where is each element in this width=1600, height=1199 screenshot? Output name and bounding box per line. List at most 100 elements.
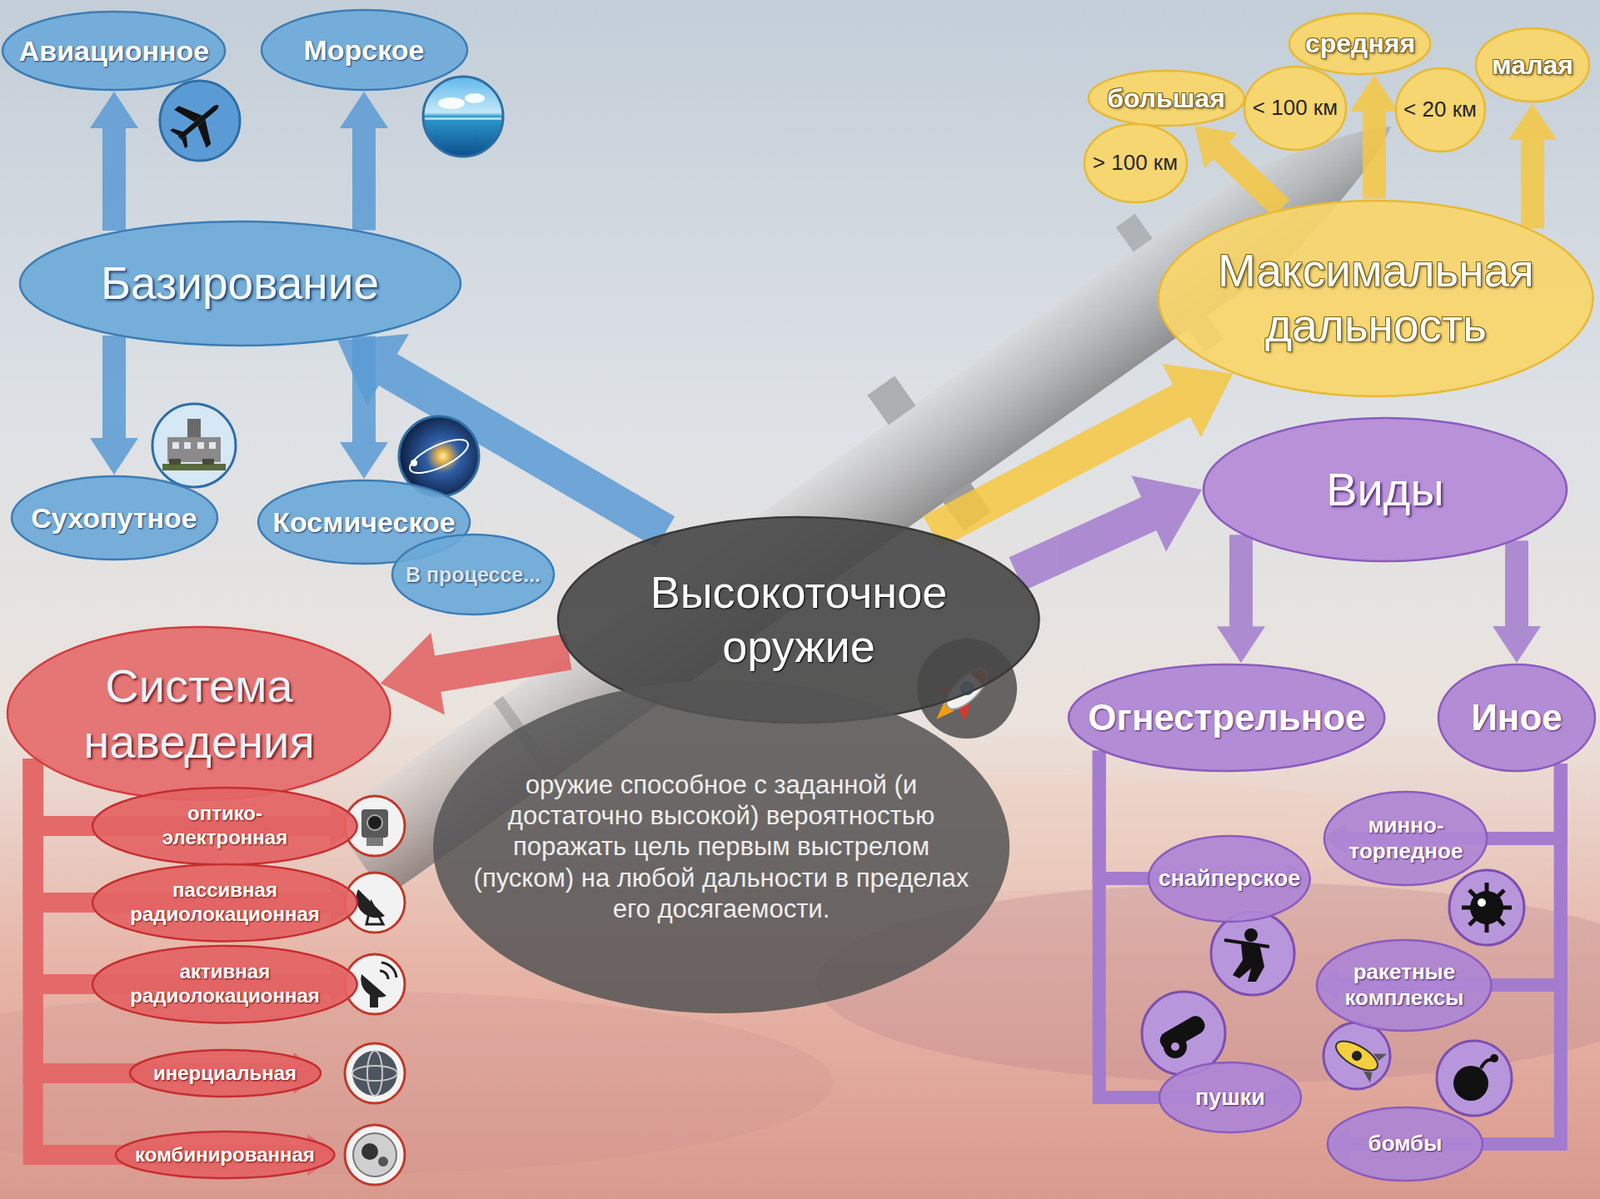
arrow-shaft bbox=[1229, 534, 1253, 629]
category-ellipse: Максимальная дальность bbox=[1156, 199, 1595, 399]
arrow-shaft bbox=[102, 126, 126, 231]
text-block: ракетные комплексы bbox=[1337, 959, 1471, 1012]
ellipse-outline bbox=[5, 625, 392, 803]
category-ellipse: Базирование bbox=[18, 219, 463, 348]
text-block: минно- торпедное bbox=[1343, 812, 1469, 865]
ellipse-fill bbox=[1088, 70, 1245, 126]
arrow-head bbox=[1492, 626, 1541, 663]
option-ellipse: активная радиолокационная bbox=[90, 944, 359, 1025]
ellipse-fill bbox=[1438, 664, 1596, 772]
ground-base-icon bbox=[152, 403, 236, 488]
text-block: пушки bbox=[1195, 1084, 1266, 1112]
connector-arrow bbox=[339, 91, 389, 231]
option-ellipse: бомбы bbox=[1325, 1106, 1485, 1183]
node-label: Сухопутное bbox=[30, 501, 197, 536]
ellipse-fill bbox=[92, 946, 358, 1023]
option-ellipse: инерциальная bbox=[128, 1048, 323, 1099]
ellipse-fill bbox=[261, 9, 468, 90]
ellipse-fill bbox=[1084, 124, 1187, 203]
option-ellipse: Авиационное bbox=[0, 9, 227, 92]
ellipse-fill bbox=[1068, 664, 1385, 772]
text-block: инерциальная bbox=[153, 1061, 297, 1087]
range-ellipse: < 20 км bbox=[1394, 66, 1487, 154]
arrow-shaft bbox=[436, 652, 569, 675]
text-block: снайперское bbox=[1158, 865, 1301, 893]
option-ellipse: малая bbox=[1474, 26, 1591, 104]
arrow-shaft bbox=[1016, 513, 1151, 574]
text-block: Огнестрельное bbox=[1087, 696, 1366, 741]
arrow-head bbox=[89, 438, 139, 475]
plane-icon bbox=[159, 80, 240, 161]
text-block: > 100 км bbox=[1092, 149, 1178, 176]
arrow-shaft bbox=[1505, 540, 1529, 629]
option-ellipse: средняя bbox=[1287, 11, 1432, 76]
option-ellipse: пушки bbox=[1157, 1061, 1303, 1135]
arrow-head bbox=[1131, 476, 1202, 553]
text-block: Максимальная дальность bbox=[1201, 243, 1551, 354]
status-ellipse: В процессе... bbox=[390, 533, 556, 617]
ellipse-fill bbox=[2, 11, 225, 90]
option-ellipse: пассивная радиолокационная bbox=[90, 862, 359, 943]
arrow-shaft bbox=[352, 335, 376, 444]
arrow-shaft bbox=[1220, 149, 1282, 210]
node-label: Виды bbox=[1325, 461, 1445, 518]
connector-arrow bbox=[1492, 540, 1541, 663]
connector-arrow bbox=[1350, 74, 1399, 200]
arrow-head bbox=[339, 442, 389, 479]
text-block: оптико- электронная bbox=[124, 802, 325, 851]
node-label: Космическое bbox=[272, 505, 455, 540]
text-block: малая bbox=[1491, 49, 1574, 81]
text-block: Система наведения bbox=[57, 657, 341, 770]
arrow-shaft bbox=[102, 335, 126, 440]
gyroscope-icon bbox=[344, 1043, 405, 1104]
ellipse-fill bbox=[1159, 1062, 1301, 1133]
connector-arrow bbox=[89, 335, 139, 475]
text-block: < 20 км bbox=[1403, 96, 1477, 123]
node-label: пассивная радиолокационная bbox=[124, 878, 325, 928]
node-label: инерциальная bbox=[153, 1061, 297, 1087]
ellipse-fill bbox=[1475, 28, 1590, 102]
option-ellipse: оптико- электронная bbox=[90, 786, 359, 867]
text-block: < 100 км bbox=[1252, 94, 1338, 121]
connector-arrow bbox=[1508, 103, 1557, 230]
connector-arrow bbox=[1216, 534, 1266, 663]
node-label: Базирование bbox=[100, 255, 379, 311]
option-ellipse: Морское bbox=[259, 8, 469, 92]
category-ellipse: Система наведения bbox=[5, 625, 392, 803]
node-label: комбинированная bbox=[134, 1143, 315, 1168]
ellipse-fill bbox=[1327, 1107, 1483, 1182]
node-label: активная радиолокационная bbox=[124, 960, 325, 1009]
arrow-head bbox=[1194, 125, 1238, 169]
ellipse-fill bbox=[1395, 68, 1486, 152]
ellipse-fill bbox=[1289, 13, 1431, 75]
node-label: ракетные комплексы bbox=[1337, 959, 1471, 1012]
node-label: Высокоточное оружие bbox=[598, 565, 999, 674]
range-ellipse: < 100 км bbox=[1242, 64, 1348, 152]
connector-arrow bbox=[1016, 476, 1202, 575]
text-block: комбинированная bbox=[134, 1143, 315, 1168]
text-block: большая bbox=[1106, 82, 1226, 115]
ellipse-fill bbox=[433, 680, 1010, 1014]
ellipse-fill bbox=[7, 627, 390, 801]
range-ellipse: > 100 км bbox=[1082, 122, 1189, 205]
option-ellipse: минно- торпедное bbox=[1322, 790, 1489, 888]
node-label: средняя bbox=[1305, 27, 1416, 60]
connector-arrow bbox=[339, 335, 389, 479]
text-block: Авиационное bbox=[19, 34, 210, 69]
text-block: Сухопутное bbox=[30, 501, 197, 536]
node-label: Авиационное bbox=[19, 34, 210, 69]
text-block: активная радиолокационная bbox=[124, 960, 325, 1009]
arrow-head bbox=[89, 91, 139, 129]
ellipse-fill bbox=[92, 864, 358, 942]
text-block: Высокоточное оружие bbox=[598, 565, 999, 674]
text-block: Морское bbox=[303, 33, 424, 68]
text-block: оружие способное с заданной (и достаточн… bbox=[471, 769, 972, 925]
connector-arrow bbox=[1099, 751, 1303, 1113]
ellipse-fill bbox=[92, 787, 358, 865]
node-label: малая bbox=[1491, 49, 1574, 81]
ellipse-fill bbox=[19, 221, 461, 346]
node-label: минно- торпедное bbox=[1343, 812, 1469, 865]
node-label: пушки bbox=[1195, 1084, 1266, 1112]
option-ellipse: Сухопутное bbox=[9, 474, 220, 562]
